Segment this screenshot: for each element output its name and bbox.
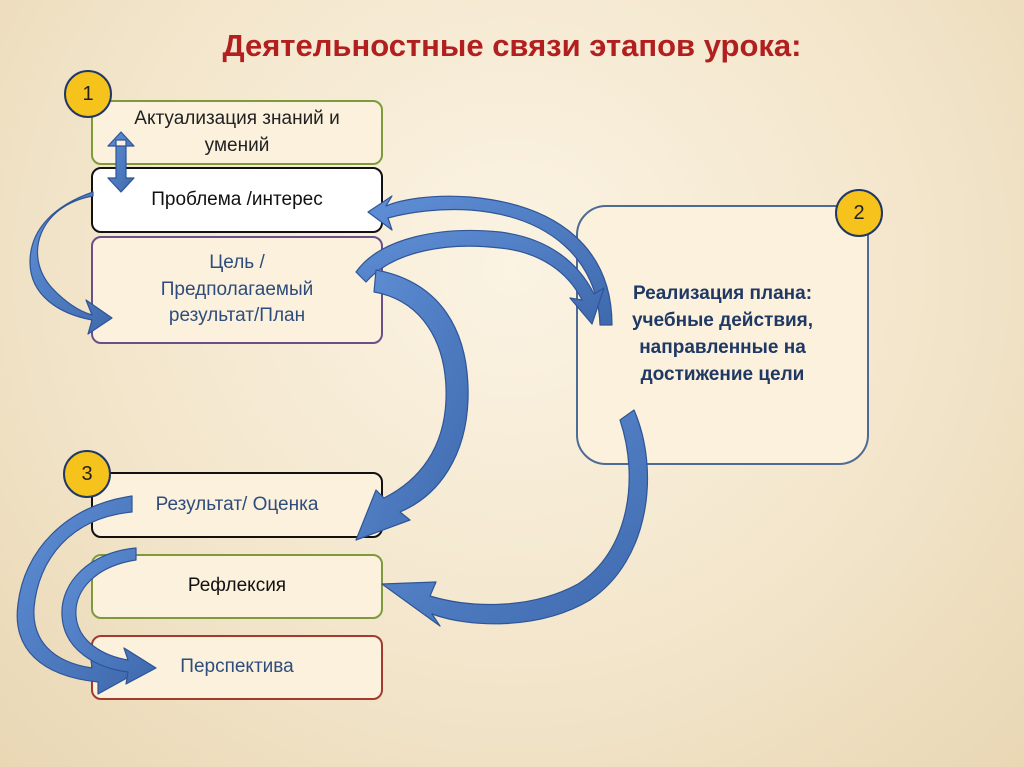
goal-box: Цель / Предполагаемый результат/План — [91, 236, 383, 344]
arrow-implementation-to-reflection — [381, 409, 649, 627]
reflection-box: Рефлексия — [91, 554, 383, 619]
reflection-label: Рефлексия — [187, 575, 287, 597]
actualization-box: Актуализация знаний и умений — [91, 100, 383, 165]
stage-1-number: 1 — [82, 82, 94, 105]
perspective-label: Перспектива — [180, 656, 294, 678]
double-arrow-actualization-problem — [107, 131, 135, 193]
implementation-label: Реализация плана: учебные действия, напр… — [631, 283, 814, 385]
result-label: Результат/ Оценка — [155, 493, 319, 515]
stage-3-number: 3 — [81, 462, 93, 485]
goal-label: Цель / Предполагаемый результат/План — [160, 251, 314, 327]
stage-1-badge: 1 — [64, 70, 112, 118]
diagram-title: Деятельностные связи этапов урока: — [222, 28, 802, 63]
arrow-implementation-to-problem — [367, 195, 613, 326]
stage-2-number: 2 — [853, 201, 865, 224]
stage-2-badge: 2 — [835, 189, 883, 237]
actualization-label: Актуализация знаний и умений — [134, 107, 340, 156]
arrow-reflection-to-perspective — [61, 547, 157, 685]
problem-box: Проблема /интерес — [91, 167, 383, 233]
result-box: Результат/ Оценка — [91, 472, 383, 538]
arrow-goal-to-implementation — [355, 229, 605, 325]
stage-3-badge: 3 — [63, 450, 111, 498]
arrow-goal-to-result — [355, 269, 469, 541]
arrow-result-to-perspective — [16, 495, 139, 695]
arrow-problem-to-goal — [29, 191, 113, 335]
problem-label: Проблема /интерес — [151, 188, 323, 210]
